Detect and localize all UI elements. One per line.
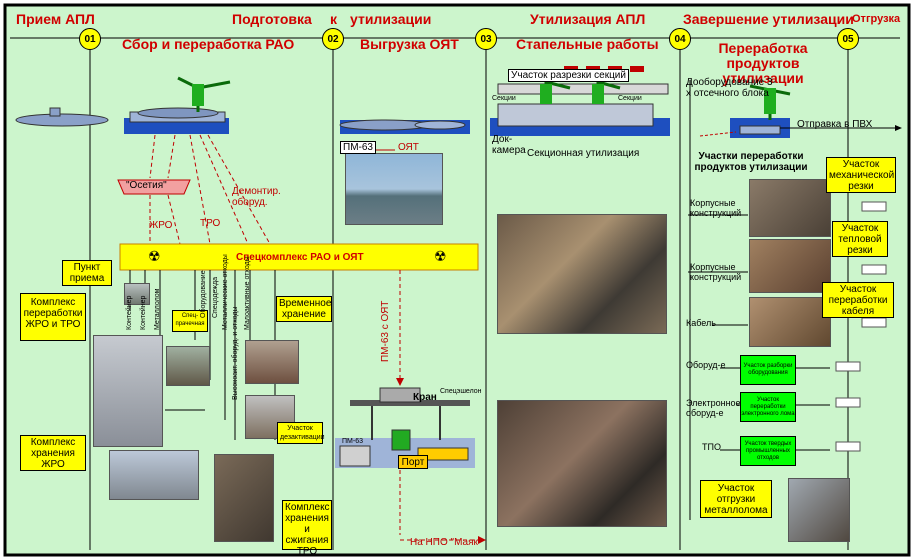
complex-title: Спецкомплекс РАО и ОЯТ [236,252,364,263]
label-tpo: ТПО [702,442,721,452]
label-electronic: Электронное оборуд-е [686,398,741,418]
vlabel-equipment: Оборудование [200,270,207,318]
photo-cable-proc [749,297,831,347]
header-prep-b: к [330,11,338,27]
box-cable-proc: Участок переработки кабеля [822,282,894,318]
label-zhro: ЖРО [149,220,173,231]
photo-slipway-section [497,214,667,334]
label-hull-1: Корпусные конструкций [690,198,742,218]
subheader-slip: Стапельные работы [516,36,659,52]
photo-laundry [166,346,210,386]
label-dock: Док-камера [492,134,526,156]
label-sections-right: Секции [618,95,642,102]
spec-laundry-label: Спец-прачечная [172,310,208,332]
label-section-util: Секционная утилизация [527,148,640,159]
subheader-rao: Сбор и переработка РАО [122,36,295,52]
header-finish: Завершение утилизации [683,11,854,27]
label-ossetia: "Осетия" [126,180,167,191]
vlabel-scrap: Металлолом [154,288,161,330]
phase-04-marker: 04 [669,28,691,50]
header-prep-c: утилизации [350,11,432,27]
header-receive: Прием АПЛ [16,11,95,27]
phase-05-marker: 05 [837,28,859,50]
photo-ossetia-ship [345,153,443,225]
photo-scrap-ship [788,478,850,542]
box-solid-waste: Участок твердых промышленных отходов [740,436,796,466]
radiation-icon-1: ☢ [148,248,161,264]
photo-temp-storage [245,340,299,384]
phase-02-marker: 02 [322,28,344,50]
label-hull-2: Корпусные конструкций [690,262,742,282]
header-util: Утилизация АПЛ [530,11,646,27]
phase-01-marker: 01 [79,28,101,50]
label-pm63-oyat: ПМ-63 с ОЯТ [380,300,391,362]
label-mayak: На НПО "Маяк" [410,537,482,548]
subheader-oyat: Выгрузка ОЯТ [360,36,459,52]
box-intake: Пункт приема [62,260,112,286]
photo-processing-building [93,335,163,447]
label-special-echelon: Спецэшелон [440,388,482,395]
label-oyat-arrow: ОЯТ [398,142,419,153]
vlabel-container-1: Контейнер [126,295,133,330]
vlabel-metal-waste: Металлические отходы [222,254,229,330]
photo-mech-cut [749,179,831,237]
label-dismantled: Демонтир. оборуд. [232,186,281,208]
box-temp-storage: Временное хранение [276,296,332,322]
label-pm63-small: ПМ-63 [342,438,363,445]
label-equip: Оборуд-е [686,360,726,370]
header-shipment: Отгрузка [852,13,901,25]
photo-storage-complex [109,450,199,500]
label-cable: Кабель [686,318,716,328]
label-block-fit: Дооборудование 3-х отсечного блока [686,77,776,99]
label-tro: ТРО [200,218,221,229]
box-equip-dis: Участок разборки оборудования [740,355,796,385]
label-section-cut: Участок разрезки секций [508,69,629,82]
box-complex-storage: Комплекс хранения ЖРО [20,435,86,471]
label-sections-left: Секции [492,95,516,102]
box-decontam: Участок дезактивации [277,422,325,444]
vlabel-container-2: Контейнер [140,295,147,330]
photo-intake [124,283,150,305]
box-electronic-scrap: Участок переработки электронного лома [740,392,796,422]
box-scrap-ship: Участок отгрузки металлолома [700,480,772,518]
radiation-icon-2: ☢ [434,248,447,264]
vlabel-high-active: Высокоакт. оборуд. и отходы [232,306,239,401]
vlabel-workwear: Спецодежда [212,277,219,318]
label-products-areas: Участки переработки продуктов утилизации [694,151,808,173]
box-mech-cut: Участок механической резки [826,157,896,193]
box-storage-burn: Комплекс хранения и сжигания ТРО [282,500,332,557]
photo-thermal-cut [749,239,831,293]
box-thermal-cut: Участок тепловой резки [832,221,888,257]
header-prep-a: Подготовка [232,11,312,27]
subheader-products: Переработка продуктов утилизации [718,40,808,86]
photo-storage-burn [214,454,274,542]
label-crane: Кран [413,392,437,403]
label-pvh: Отправка в ПВХ [797,119,873,130]
vlabel-low-active: Малоактивные отходы [244,256,251,330]
box-complex-zhro-tro: Комплекс переработки ЖРО и ТРО [20,293,86,341]
phase-03-marker: 03 [475,28,497,50]
label-pm63: ПМ-63 [340,141,376,154]
photo-sectional-cut [497,400,667,527]
port-label: Порт [398,455,428,469]
